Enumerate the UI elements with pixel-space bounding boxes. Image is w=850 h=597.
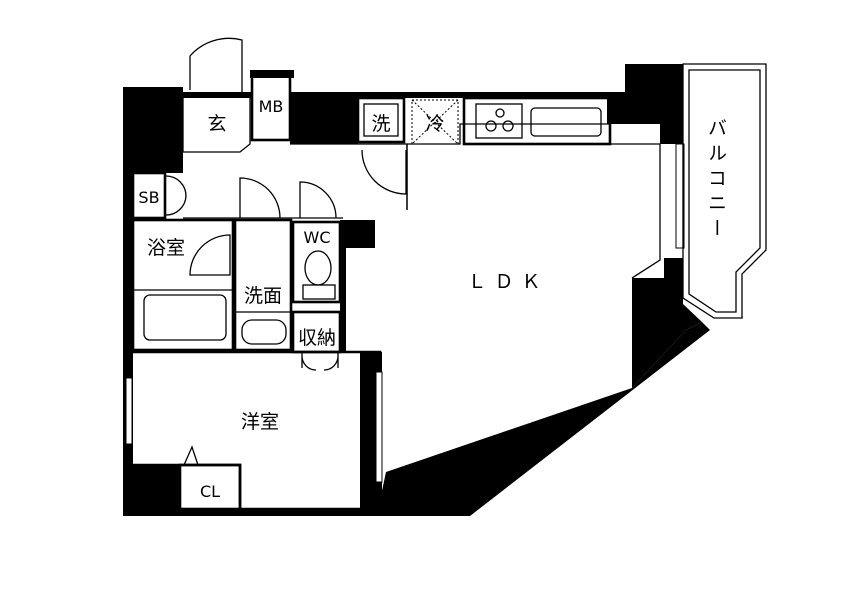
label-washer: 洗: [371, 113, 390, 135]
stove: [475, 103, 523, 139]
label-toilet: WC: [304, 228, 331, 247]
balcony-inner: [688, 69, 761, 313]
wc-door: [299, 181, 337, 219]
kitchen-counter: [462, 96, 612, 146]
toilet-tank: [302, 284, 336, 300]
storage-door: [301, 352, 339, 371]
washer-pan: [356, 96, 406, 144]
wall-top-right-block: [607, 64, 683, 144]
label-shoe-box: SB: [138, 188, 159, 207]
label-ldk: ＬＤＫ: [467, 271, 548, 293]
wall-bottom-strip: [180, 509, 470, 516]
burner-1: [485, 120, 497, 132]
wall-top-strip-left: [183, 92, 253, 98]
wall-bottom-left: [123, 465, 180, 516]
sink: [530, 107, 602, 137]
bath-door: [189, 234, 231, 276]
walls: [123, 64, 710, 516]
label-balcony: バルコニー: [705, 118, 727, 243]
wall-top-strip: [358, 92, 610, 98]
shoe-box-outline: [131, 171, 167, 220]
label-fridge: 冷: [425, 113, 444, 135]
label-meter-box: MB: [259, 97, 284, 116]
genkan-outline: [182, 98, 251, 153]
toilet-bowl: [304, 250, 332, 286]
wall-right-stair: [632, 248, 702, 388]
washroom-door: [239, 177, 281, 219]
label-washroom: 洗面: [244, 285, 282, 307]
sb-door: [165, 175, 187, 216]
bath-outline: [131, 218, 235, 352]
balcony-outline: [682, 63, 767, 319]
windows: [125, 143, 685, 483]
western-room-window-right: [375, 371, 383, 483]
wall-diagonal-bottom: [380, 322, 710, 516]
wash-basin: [241, 319, 287, 345]
ldk-outline: [406, 123, 661, 279]
fridge-space: [411, 99, 459, 145]
washer-inner: [363, 103, 399, 137]
fridge-diag-1: [411, 99, 459, 145]
burner-3: [495, 108, 505, 118]
entrance-door: [189, 37, 243, 92]
western-room-window-left: [125, 377, 133, 445]
wc-outline: [291, 220, 342, 304]
wall-top-mid: [290, 92, 358, 144]
bathtub: [143, 294, 227, 341]
washroom-outline: [233, 218, 293, 352]
fridge-diag-2: [411, 99, 459, 145]
closet-outline: [178, 463, 242, 511]
ldk-window: [675, 143, 685, 249]
label-genkan: 玄: [207, 113, 226, 135]
wall-mb-top: [250, 70, 294, 78]
corridor-door: [361, 149, 407, 195]
wall-mid-pillar: [343, 220, 375, 248]
doors: [165, 37, 407, 466]
label-closet: CL: [200, 482, 220, 501]
burner-2: [502, 120, 514, 132]
label-western-room: 洋室: [241, 411, 279, 433]
room-labels: 玄 MB 洗 冷 SB 浴室 WC 洗面 収納 ＬＤＫ 洋室 CL バルコニー: [138, 97, 727, 501]
meter-box-outline: [250, 74, 292, 142]
wall-partition-vertical: [340, 220, 346, 353]
kitchen: [356, 96, 612, 146]
label-bath: 浴室: [147, 237, 185, 259]
closet-door: [183, 445, 199, 466]
label-storage: 収納: [298, 327, 336, 349]
